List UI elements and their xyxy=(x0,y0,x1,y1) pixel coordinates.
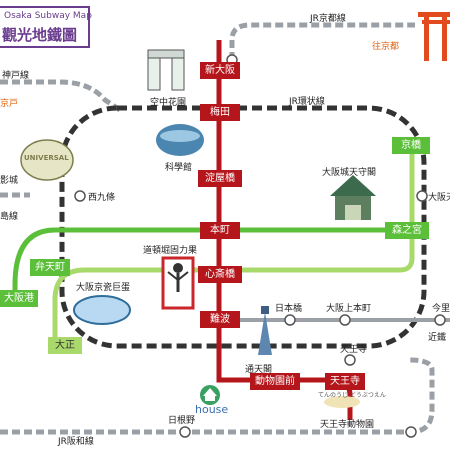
shinsekai-label: てんのうじ どうぶつえん xyxy=(318,392,386,399)
jr-kyoto-label: JR京都線 xyxy=(310,14,346,24)
kyocera-dome-label: 大阪京瓷巨蛋 xyxy=(76,283,131,293)
station-morinomiya[interactable]: 森之宮 xyxy=(385,222,429,239)
kobe-line xyxy=(0,79,122,113)
light-green-line xyxy=(52,145,415,345)
jr-kanjo-label: JR環状線 xyxy=(289,97,325,107)
science-museum-icon xyxy=(156,124,204,156)
tsutenkaku-icon xyxy=(258,306,272,355)
station-dot-nishikujo xyxy=(74,190,86,202)
map-title-box: Osaka Subway Map 觀光地鐵圖 xyxy=(0,6,92,48)
tsutenkaku-label: 通天閣 xyxy=(245,365,273,375)
hinodeno-label: 日根野 xyxy=(168,416,196,426)
station-kyobashi[interactable]: 京橋 xyxy=(392,137,430,154)
station-honmachi[interactable]: 本町 xyxy=(200,222,240,239)
station-taisho[interactable]: 大正 xyxy=(48,337,82,354)
map-title-en: Osaka Subway Map xyxy=(4,11,92,21)
kintetsu-label: 近鐵 xyxy=(428,333,447,343)
kobe-line-label: 神戸線 xyxy=(2,71,30,81)
universal-globe-icon xyxy=(20,139,74,181)
station-dot-imazato xyxy=(434,314,446,326)
station-shin-osaka[interactable]: 新大阪 xyxy=(200,62,240,79)
universal-label: UNIVERSAL xyxy=(24,154,69,162)
sakurajima-line-label: 島線 xyxy=(0,212,19,222)
house-label: house xyxy=(195,403,229,416)
nishikujo-label: 西九條 xyxy=(88,193,116,203)
torii-icon xyxy=(418,12,450,61)
green-line xyxy=(12,227,420,300)
station-dot-tennoji-jr xyxy=(344,354,356,366)
station-dot-nipponbashi xyxy=(284,314,296,326)
station-tennoji-red[interactable]: 天王寺 xyxy=(325,373,365,390)
osaka-tenma-label: 大阪天 xyxy=(428,193,450,203)
station-dot-hinodeno xyxy=(179,426,191,438)
map-title-zh: 觀光地鐵圖 xyxy=(2,26,78,44)
osaka-castle-icon xyxy=(330,175,376,220)
uehommachi-label: 大阪上本町 xyxy=(326,304,372,314)
station-dobutsuen-mae[interactable]: 動物園前 xyxy=(250,373,300,390)
station-yodoyabashi[interactable]: 淀屋橋 xyxy=(198,170,242,187)
station-shinsaibashi[interactable]: 心斎橋 xyxy=(198,266,242,283)
station-dot-uehommachi xyxy=(339,314,351,326)
station-namba[interactable]: 難波 xyxy=(200,311,240,328)
tennoji-zoo-label: 天王寺動物園 xyxy=(320,420,375,430)
imazato-label: 今里 xyxy=(432,304,450,314)
house-icon xyxy=(200,385,220,405)
sky-building-label: 空中花園 xyxy=(150,98,187,108)
jr-hanwa-line xyxy=(0,357,435,435)
station-dot-kobe xyxy=(405,426,417,438)
zoo-icon xyxy=(324,396,360,408)
kyocera-dome-icon xyxy=(73,295,131,325)
sky-building-icon xyxy=(147,49,185,91)
jr-loop-line xyxy=(59,105,427,349)
glico-label: 道頓堀固力果 xyxy=(143,246,198,256)
kobe-partial-label: 京戸 xyxy=(0,99,19,109)
tennoji-jr-label: 天王寺 xyxy=(340,345,368,355)
station-osakako[interactable]: 大阪港 xyxy=(0,290,38,307)
station-bentencho[interactable]: 弁天町 xyxy=(30,259,70,276)
glico-icon xyxy=(161,256,195,310)
station-umeda[interactable]: 梅田 xyxy=(200,104,240,121)
station-dot-osaka-tenma xyxy=(416,190,428,202)
jr-hanwa-label: JR阪和線 xyxy=(58,437,94,447)
to-kyoto-label: 往京都 xyxy=(372,42,400,52)
science-museum-label: 科學館 xyxy=(165,163,193,173)
kage-city-label: 影城 xyxy=(0,176,19,186)
osaka-castle-label: 大阪城天守閣 xyxy=(322,168,377,178)
nipponbashi-label: 日本橋 xyxy=(275,304,303,314)
